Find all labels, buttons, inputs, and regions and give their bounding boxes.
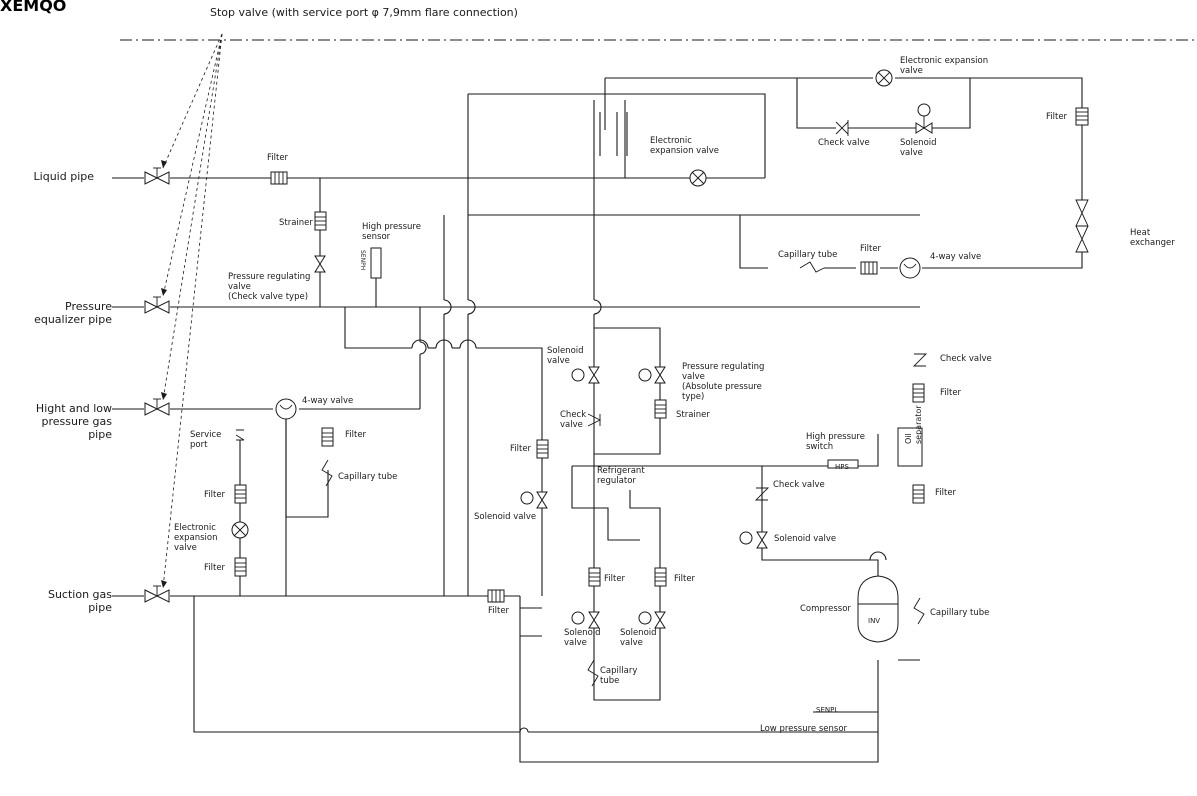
service-port-label: Service port [190, 430, 222, 450]
filter-label-hx: Filter [1046, 112, 1068, 122]
compressor-label: Compressor [800, 604, 851, 614]
sensors [235, 247, 878, 713]
liquid-pipe-label: Liquid pipe [33, 170, 94, 183]
high-pressure-switch-label: High pressure switch [806, 432, 865, 452]
compressor-tag: INV [868, 617, 881, 625]
stop-valve-leaders [161, 33, 223, 589]
oil-separator-label: Oil separator [904, 405, 923, 444]
check-valve-mid-label: Check valve [560, 410, 587, 430]
solenoid-valves [314, 103, 933, 629]
pressure-reg-abs-label: Pressure regulating valve (Absolute pres… [682, 362, 765, 402]
equalizer-pipe-label: Pressure equalizer pipe [34, 300, 112, 326]
solenoid-valve-label-right: Solenoid valve [774, 534, 837, 544]
heat-exchanger-label: Heat exchanger [1130, 228, 1175, 248]
capillary-tube-label-left: Capillary tube [338, 472, 398, 482]
filter-label-sp1: Filter [204, 490, 226, 500]
filter-label-oil: Filter [935, 488, 957, 498]
oil-separator-shape [897, 427, 923, 467]
stop-valves [144, 167, 170, 603]
filter-label-left-cap: Filter [345, 430, 367, 440]
pressure-reg-check-label: Pressure regulating valve (Check valve t… [228, 272, 311, 302]
four-way-valve-label-top: 4-way valve [930, 252, 982, 262]
solenoid-valve-label-rr2: Solenoid valve [620, 628, 657, 648]
stop-valve-title: Stop valve (with service port φ 7,9mm fl… [210, 6, 518, 19]
strainer-label: Strainer [279, 218, 313, 228]
expansion-valves [231, 69, 893, 539]
solenoid-valve-top-label: Solenoid valve [900, 138, 937, 158]
filter-label-liquid: Filter [267, 153, 289, 163]
hl-gas-pipe-label: Hight and low pressure gas pipe [35, 402, 112, 441]
capillary-tube-label-top: Capillary tube [778, 250, 838, 260]
compressor-shape [857, 575, 899, 643]
refrigerant-regulator-label: Refrigerant regulator [597, 466, 645, 486]
filter-label-sp2: Filter [204, 563, 226, 573]
filter-label-mid: Filter [510, 444, 532, 454]
low-sensor-tag: SENPL [816, 706, 839, 714]
risers [193, 78, 920, 763]
capillary-tubes [321, 261, 925, 687]
four-way-valve-label-left: 4-way valve [302, 396, 354, 406]
strainer-label-mid: Strainer [676, 410, 710, 420]
filter-label-suction: Filter [488, 606, 510, 616]
four-way-valves [275, 257, 921, 420]
legend-filter: Filter [940, 388, 962, 398]
crossover-bumps [411, 299, 887, 733]
solenoid-valve-label-rr1: Solenoid valve [564, 628, 601, 648]
high-pressure-sensor-label: High pressure sensor [362, 222, 421, 242]
capillary-tube-label-rr: Capillary tube [600, 666, 638, 686]
legend-check-valve: Check valve [940, 354, 992, 364]
high-sensor-tag: SENPH [359, 250, 366, 271]
check-valve-top-label: Check valve [818, 138, 870, 148]
filter-label-rr1: Filter [604, 574, 626, 584]
filter-label-rr2: Filter [674, 574, 696, 584]
exp-valve-top-label: Electronic expansion valve [650, 136, 720, 156]
check-valves [587, 120, 1089, 501]
exp-valve-right-label: Electronic expansion valve [900, 56, 989, 76]
check-valve-right-label: Check valve [773, 480, 825, 490]
hps-tag: HPS [835, 463, 849, 471]
filters [234, 107, 1089, 603]
model-code: XEMQO [0, 0, 67, 15]
solenoid-valve-label-left: Solenoid valve [474, 512, 537, 522]
suction-pipe-label: Suction gas pipe [47, 588, 112, 614]
low-pressure-sensor-label: Low pressure sensor [760, 724, 848, 734]
solenoid-valve-label-mid: Solenoid valve [547, 346, 584, 366]
capillary-tube-label-right: Capillary tube [930, 608, 990, 618]
filter-label-4way: Filter [860, 244, 882, 254]
heat-exchanger-bars [599, 112, 628, 156]
exp-valve-left-label: Electronic expansion valve [174, 523, 218, 553]
